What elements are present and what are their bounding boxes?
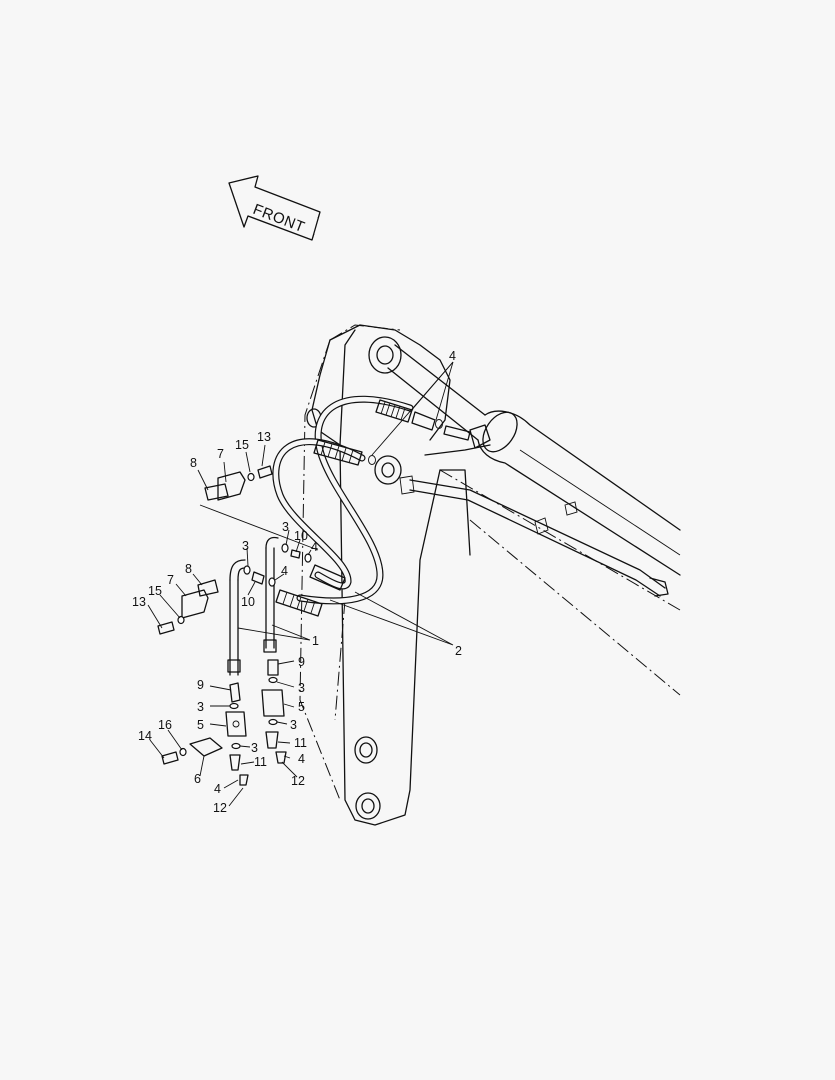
clamp-upper bbox=[204, 465, 273, 501]
callout-15: 15 bbox=[148, 584, 162, 598]
callout-2: 2 bbox=[455, 644, 462, 658]
callout-10: 10 bbox=[241, 595, 255, 609]
callout-3: 3 bbox=[298, 681, 305, 695]
callout-5: 5 bbox=[298, 700, 305, 714]
callout-8: 8 bbox=[185, 562, 192, 576]
callout-1: 1 bbox=[312, 634, 319, 648]
boom-structure bbox=[306, 324, 491, 826]
callout-7: 7 bbox=[167, 573, 174, 587]
callout-6: 6 bbox=[194, 772, 201, 786]
callout-9: 9 bbox=[298, 655, 305, 669]
callout-13: 13 bbox=[132, 595, 146, 609]
callout-3: 3 bbox=[290, 718, 297, 732]
front-label: FRONT bbox=[251, 201, 308, 236]
callout-11: 11 bbox=[294, 736, 307, 750]
callout-13: 13 bbox=[257, 430, 271, 444]
callout-14: 14 bbox=[138, 729, 152, 743]
callout-4: 4 bbox=[281, 564, 288, 578]
callout-4: 4 bbox=[298, 752, 305, 766]
callout-5: 5 bbox=[197, 718, 204, 732]
callout-12: 12 bbox=[213, 801, 227, 815]
callout-4: 4 bbox=[449, 349, 456, 363]
callout-4: 4 bbox=[214, 782, 221, 796]
callout-11: 11 bbox=[254, 755, 267, 769]
boom-cylinder bbox=[387, 344, 681, 576]
callout-3: 3 bbox=[282, 520, 289, 534]
callout-4: 4 bbox=[311, 540, 318, 554]
callout-16: 16 bbox=[158, 718, 172, 732]
steel-pipes bbox=[227, 536, 312, 676]
callout-3: 3 bbox=[197, 700, 204, 714]
callout-12: 12 bbox=[291, 774, 305, 788]
callout-3: 3 bbox=[251, 741, 258, 755]
boom-steel-pipe bbox=[399, 475, 669, 597]
upper-fittings bbox=[368, 411, 471, 465]
leader-lines bbox=[147, 361, 454, 807]
callout-8: 8 bbox=[190, 456, 197, 470]
hose-assemblies bbox=[272, 395, 414, 617]
callout-15: 15 bbox=[235, 438, 249, 452]
callout-labels: 1 2 3 3 3 3 3 3 4 4 4 4 4 5 5 6 7 7 8 8 … bbox=[132, 349, 462, 815]
clamp-lower bbox=[157, 579, 219, 635]
callout-7: 7 bbox=[217, 447, 224, 461]
callout-10: 10 bbox=[294, 529, 308, 543]
front-arrow: FRONT bbox=[228, 175, 321, 241]
lower-blocks bbox=[161, 659, 287, 786]
callout-3: 3 bbox=[242, 539, 249, 553]
callout-9: 9 bbox=[197, 678, 204, 692]
